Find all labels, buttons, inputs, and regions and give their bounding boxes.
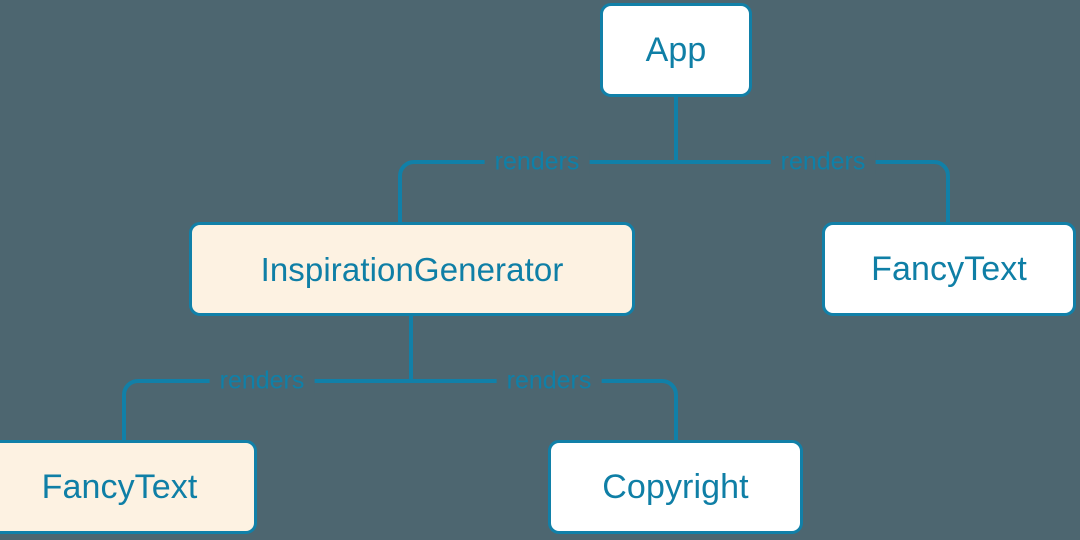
node-app-label: App (645, 31, 707, 69)
node-fancytext-bottom-label: FancyText (41, 468, 198, 506)
edge-label-inspgen-fancytext: renders (209, 368, 315, 394)
node-copyright-label: Copyright (602, 468, 749, 506)
node-inspiration-generator[interactable]: InspirationGenerator (189, 222, 635, 316)
edge-label-app-fancytext: renders (770, 149, 876, 175)
node-app[interactable]: App (600, 3, 752, 97)
node-fancytext-bottom[interactable]: FancyText (0, 440, 257, 534)
edge-app-fancytop (676, 160, 950, 222)
node-fancytext-top-label: FancyText (871, 250, 1027, 288)
node-fancytext-top[interactable]: FancyText (822, 222, 1076, 316)
edge-inspgen-copyright (411, 379, 678, 440)
edge-label-inspgen-copyright: renders (496, 368, 602, 394)
edge-inspgen-fancybot (122, 379, 411, 440)
node-inspiration-generator-label: InspirationGenerator (260, 250, 564, 288)
edge-label-app-inspgen: renders (484, 149, 590, 175)
node-copyright[interactable]: Copyright (548, 440, 803, 534)
edge-app-inspgen (398, 160, 676, 222)
